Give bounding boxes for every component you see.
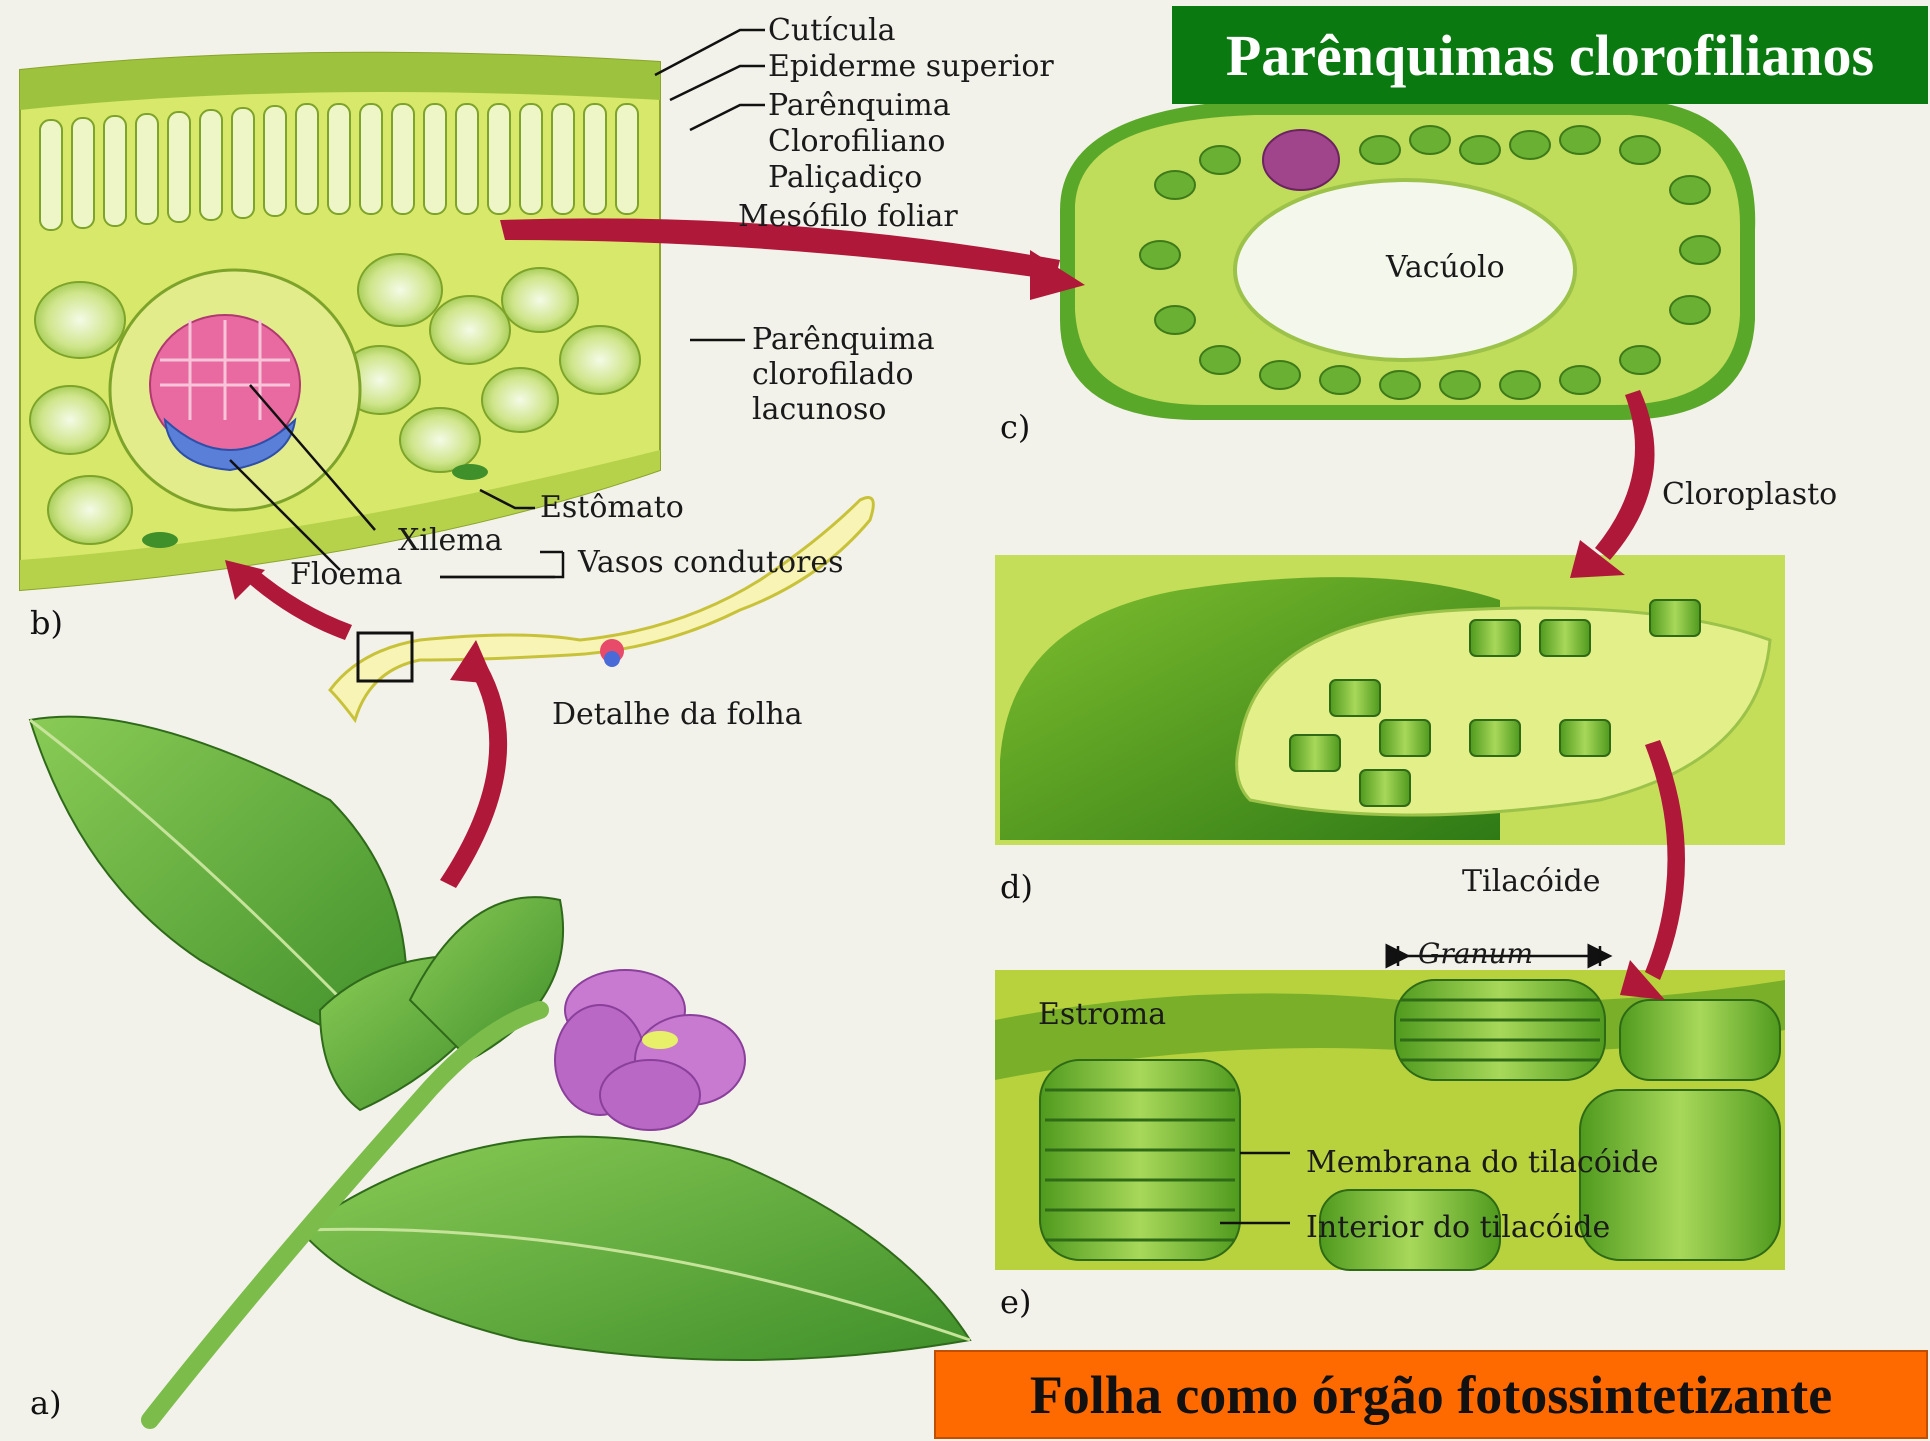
label-clorofiliano: Clorofiliano bbox=[768, 124, 946, 159]
panel-label-c: c) bbox=[1000, 408, 1031, 446]
flower bbox=[554, 969, 746, 1131]
label-membrana-do-tilacoide: Membrana do tilacóide bbox=[1306, 1145, 1659, 1180]
label-vasos-condutores: Vasos condutores bbox=[578, 545, 844, 580]
thylakoid-detail bbox=[995, 970, 1785, 1271]
footer-banner: Folha como órgão fotossintetizante bbox=[934, 1350, 1928, 1439]
label-mesofilo-foliar: Mesófilo foliar bbox=[738, 199, 958, 234]
plant-cell bbox=[1060, 100, 1756, 420]
label-vacuolo: Vacúolo bbox=[1386, 250, 1505, 285]
label-interior-do-tilacoide: Interior do tilacóide bbox=[1306, 1210, 1611, 1245]
detail-box bbox=[356, 631, 414, 683]
label-detalhe-da-folha: Detalhe da folha bbox=[552, 697, 803, 732]
panel-label-e: e) bbox=[1000, 1283, 1032, 1321]
label-palicadico: Paliçadiço bbox=[768, 160, 923, 195]
label-tilacoide: Tilacóide bbox=[1462, 864, 1601, 899]
panel-label-a: a) bbox=[30, 1384, 62, 1422]
label-xilema: Xilema bbox=[398, 523, 503, 558]
label-cloroplasto: Cloroplasto bbox=[1662, 477, 1838, 512]
page-title: Parênquimas clorofilianos bbox=[1225, 22, 1875, 88]
arrow-d-to-e bbox=[1645, 740, 1685, 980]
label-clorofilado: clorofilado bbox=[752, 357, 914, 392]
label-epiderme-superior: Epiderme superior bbox=[768, 49, 1054, 84]
label-cuticula: Cutícula bbox=[768, 13, 896, 48]
panel-label-b: b) bbox=[30, 604, 63, 642]
granum-stack-left bbox=[1039, 1059, 1241, 1261]
granum-stack-top bbox=[1394, 979, 1606, 1081]
label-parenquima-2: Parênquima bbox=[752, 322, 935, 357]
title-banner: Parênquimas clorofilianos bbox=[1172, 6, 1928, 104]
label-floema: Floema bbox=[290, 557, 403, 592]
flow-arrows bbox=[225, 218, 1685, 1000]
label-estomato: Estômato bbox=[540, 490, 684, 525]
arrow-b-to-c bbox=[500, 218, 1060, 280]
plant-illustration bbox=[28, 715, 972, 1429]
label-parenquima-1: Parênquima bbox=[768, 88, 951, 123]
leaf-detail-outline bbox=[328, 496, 875, 724]
leader-lines bbox=[229, 28, 1613, 1225]
footer-title: Folha como órgão fotossintetizante bbox=[1029, 1364, 1833, 1425]
leaf-cross-section bbox=[19, 51, 661, 592]
panel-label-d: d) bbox=[1000, 868, 1033, 906]
label-lacunoso: lacunoso bbox=[752, 392, 887, 427]
label-granum: Granum bbox=[1418, 937, 1534, 970]
arrow-a-to-detail bbox=[440, 664, 508, 888]
arrow-c-to-d bbox=[1595, 390, 1655, 560]
arrow-detail-to-b bbox=[245, 568, 352, 640]
chloroplast bbox=[995, 555, 1785, 845]
label-estroma: Estroma bbox=[1038, 997, 1167, 1032]
